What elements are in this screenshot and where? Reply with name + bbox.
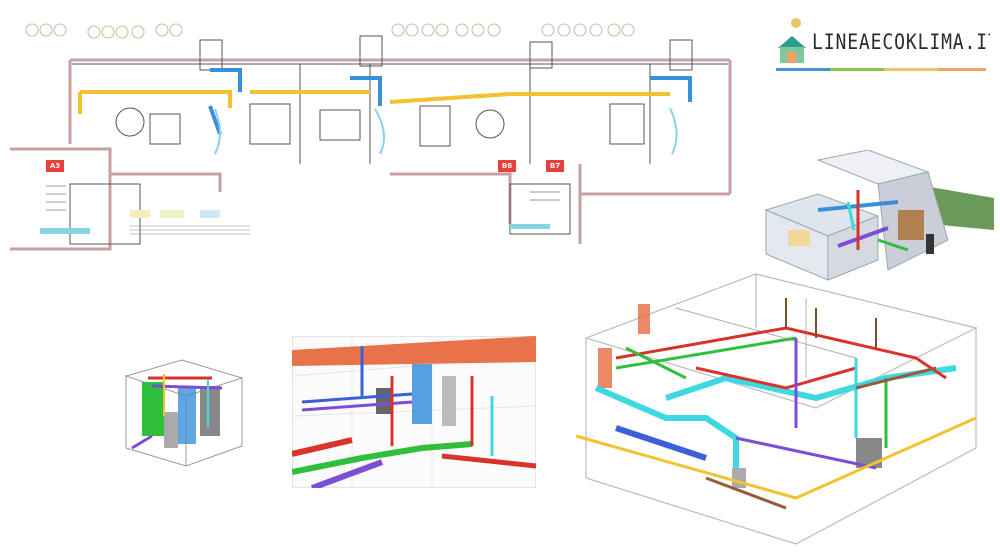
room-tag-b6: B6 [498, 160, 516, 172]
hvac-floor-plan: A3 B6 B7 [10, 14, 750, 254]
pipe-closeup-3d [292, 336, 536, 488]
room-tag-a3: A3 [46, 160, 64, 172]
house-3d-cutaway [758, 150, 994, 300]
building-isometric-hvac [556, 268, 988, 548]
brand-logo[interactable]: LINEAECOKLIMA.IT [772, 14, 990, 76]
room-tag-b7: B7 [546, 160, 564, 172]
house-logo-icon [776, 18, 986, 71]
brand-name: LINEAECOKLIMA.IT [812, 30, 990, 54]
plant-room-3d [112, 356, 252, 468]
